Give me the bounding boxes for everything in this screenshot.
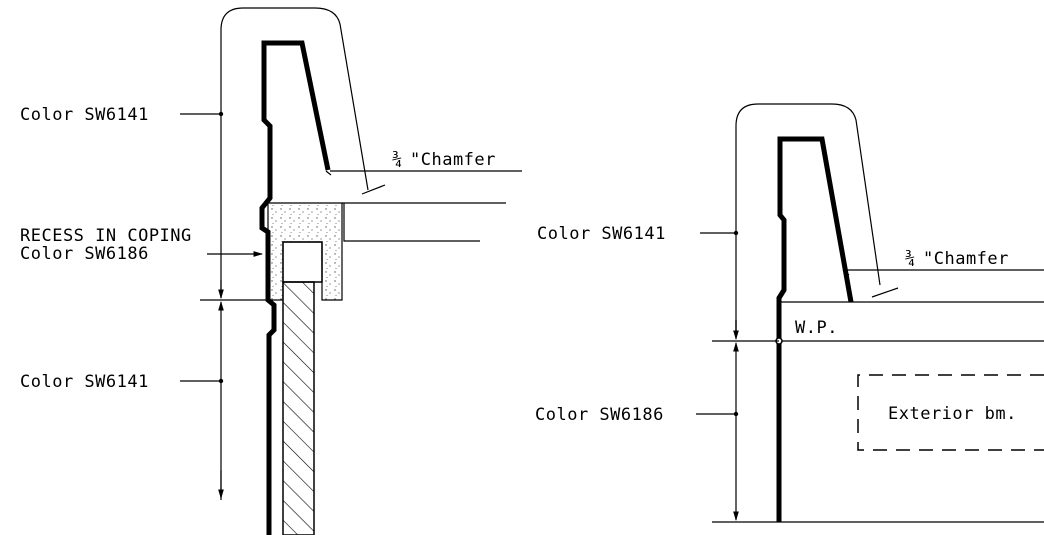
left-callout-upper: Color SW6141	[20, 105, 149, 125]
right-barrier-profile	[776, 136, 854, 522]
right-leader-dot-lower	[733, 411, 739, 417]
exterior-beam-outline	[857, 374, 1044, 451]
left-chamfer-tick	[325, 170, 332, 176]
left-slab-lines	[342, 202, 506, 242]
left-chamfer-dim-tick	[361, 184, 386, 195]
right-slab-lines	[779, 301, 1044, 523]
left-detail: Color SW6141 ¾ "Chamfer RECESS IN COPING…	[20, 7, 522, 535]
left-callout-lower: Color SW6141	[20, 372, 149, 392]
right-chamfer-label: "Chamfer	[923, 249, 1009, 269]
left-chamfer-fraction: ¾	[392, 150, 403, 170]
left-barrier-profile	[259, 40, 331, 535]
left-recess-title: RECESS IN COPING	[20, 226, 192, 246]
right-color-zone-outline	[735, 103, 881, 336]
right-chamfer-tick	[842, 269, 850, 276]
right-chamfer-fraction: ¾	[905, 249, 916, 269]
left-leader-dot-upper	[218, 111, 224, 117]
exterior-beam-label: Exterior bm.	[888, 404, 1017, 424]
left-color-zone-outline	[220, 7, 369, 200]
left-hatched-wall	[282, 281, 315, 535]
left-leader-dot-lower	[218, 378, 224, 384]
right-detail: Color SW6141 ¾ "Chamfer W.P. Color SW618…	[535, 103, 1044, 523]
work-point-label: W.P.	[795, 318, 838, 338]
right-leader-dot-upper	[733, 230, 739, 236]
left-recess-color: Color SW6186	[20, 244, 149, 264]
left-recess-slot	[282, 241, 323, 283]
right-callout-lower: Color SW6186	[535, 405, 664, 425]
right-chamfer-dim-tick	[871, 287, 899, 298]
right-callout-upper: Color SW6141	[537, 224, 666, 244]
left-chamfer-label: "Chamfer	[410, 150, 496, 170]
